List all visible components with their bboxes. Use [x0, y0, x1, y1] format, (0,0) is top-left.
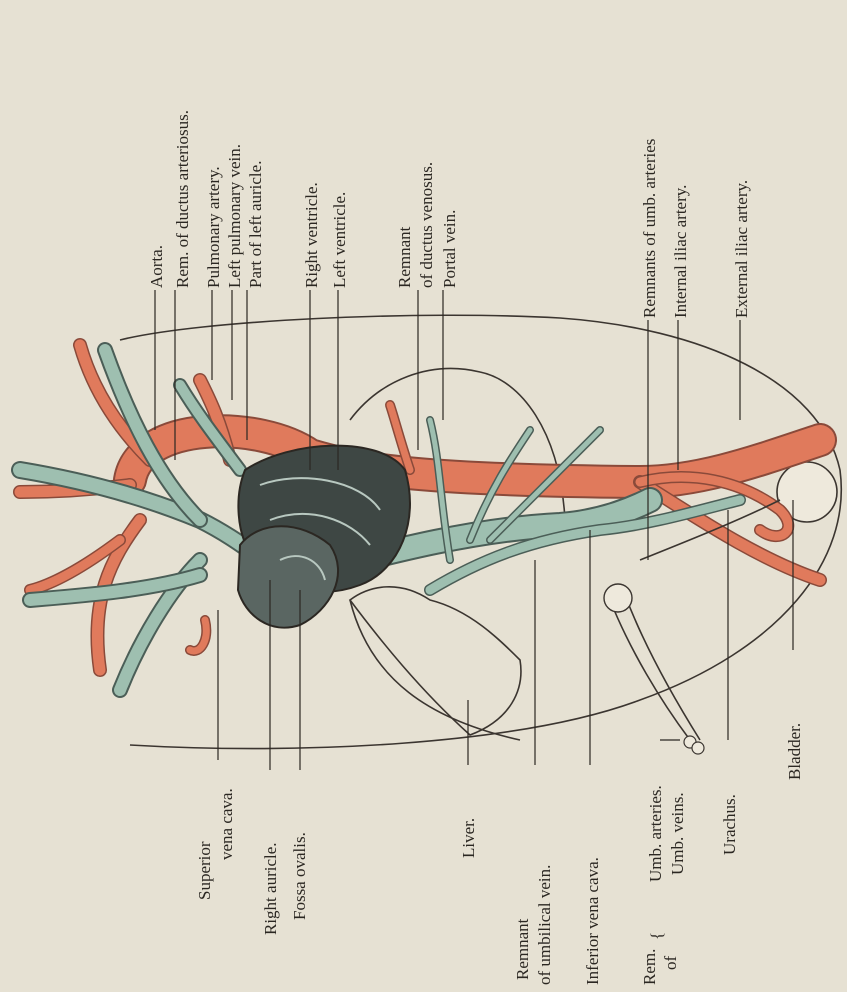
- label-bladder: Bladder.: [785, 723, 804, 780]
- top-labels: Aorta. Rem. of ductus arteriosus. Pulmon…: [147, 110, 751, 318]
- label-remnant-umb-vein-2: of umbilical vein.: [535, 865, 554, 985]
- label-fossa-ovalis: Fossa ovalis.: [290, 832, 309, 920]
- label-remnants-umb-arteries: Remnants of umb. arteries: [640, 139, 659, 318]
- label-remnant-ductus-venosus-2: of ductus venosus.: [417, 162, 436, 288]
- label-right-auricle: Right auricle.: [261, 842, 280, 935]
- label-external-iliac-artery: External iliac artery.: [732, 180, 751, 318]
- liver-outline: [350, 587, 521, 735]
- label-internal-iliac-artery: Internal iliac artery.: [671, 185, 690, 318]
- label-urachus: Urachus.: [720, 794, 739, 855]
- label-umb-veins: Umb. veins.: [668, 792, 687, 875]
- label-remnant-umb-vein-1: Remnant: [513, 918, 532, 980]
- label-aorta: Aorta.: [147, 245, 166, 288]
- label-left-ventricle: Left ventricle.: [330, 192, 349, 288]
- bottom-labels: Superior vena cava. Right auricle. Fossa…: [195, 723, 804, 985]
- label-rem: Rem.: [640, 949, 659, 985]
- label-liver: Liver.: [459, 818, 478, 858]
- label-pulmonary-artery: Pulmonary artery.: [204, 166, 223, 288]
- label-right-ventricle: Right ventricle.: [302, 182, 321, 288]
- label-portal-vein: Portal vein.: [440, 210, 459, 288]
- label-umb-arteries: Umb. arteries.: [646, 785, 665, 882]
- label-part-of-left-auricle: Part of left auricle.: [246, 161, 265, 288]
- label-superior-1: Superior: [195, 841, 214, 900]
- brace: {: [647, 932, 666, 940]
- label-inferior-vena-cava: Inferior vena cava.: [583, 857, 602, 985]
- label-left-pulmonary-vein: Left pulmonary vein.: [225, 144, 244, 288]
- label-superior-2: vena cava.: [217, 788, 236, 860]
- heart: [238, 446, 410, 628]
- label-rem-ductus-arteriosus: Rem. of ductus arteriosus.: [173, 110, 192, 288]
- label-remnant-ductus-venosus-1: Remnant: [395, 226, 414, 288]
- label-of: of: [661, 956, 680, 971]
- umbilical-remnants: [604, 500, 780, 754]
